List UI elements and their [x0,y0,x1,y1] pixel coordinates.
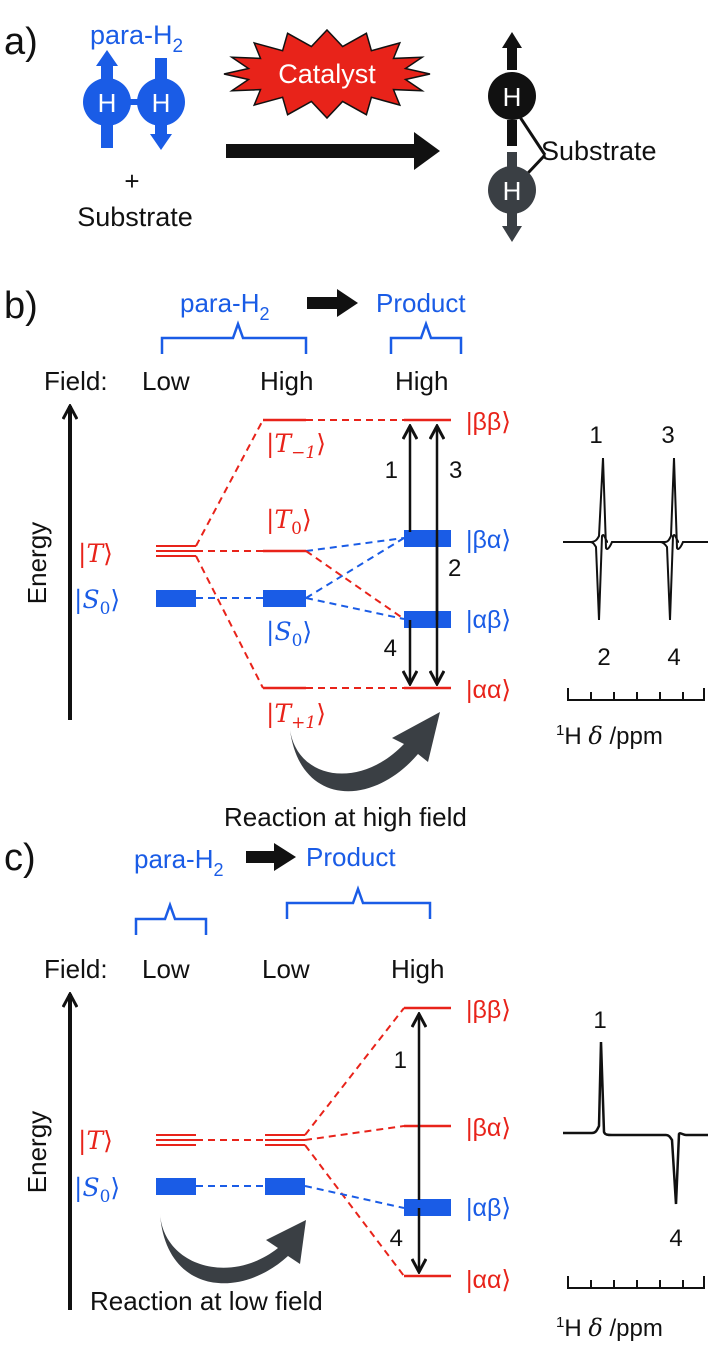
catalyst-starburst [223,28,431,120]
peak-label-1-b: 1 [589,422,602,449]
product-bracket-b [389,320,463,354]
curved-arrow-b [290,712,440,792]
transition-1-c: 1 [394,1047,407,1074]
para-h2-title: para-H2 [90,20,183,57]
transition-1-b: 1 [385,457,398,484]
label-ab-b: |αβ⟩ [466,606,511,634]
transition-4-b: 4 [384,635,397,662]
axis-label-c: 1H δ /ppm [556,1314,663,1342]
para-h2-header-c: para-H2 [134,844,224,880]
substrate-left: Substrate [77,202,193,232]
correlation-lines-b [195,419,405,689]
svg-text:H: H [503,82,522,112]
col-high-1-b: High [260,366,313,396]
triplet-label-c: |T⟩ [78,1126,113,1156]
label-t0: |T0⟩ [266,505,312,539]
para-h2-bracket-c [134,901,208,935]
para-h2-bracket-b [160,320,308,354]
svg-text:H: H [98,88,117,118]
plus-sign: + [124,166,139,196]
level-s0-mid [263,590,306,607]
label-aa-c: |αα⟩ [466,1266,511,1294]
label-ab-c: |αβ⟩ [466,1194,511,1222]
transition-arrows-b [410,426,437,684]
spectrum-b: 1 3 2 4 1H δ /ppm [556,422,708,750]
panel-c: c) para-H2 Product Field: Low Low High E… [4,837,708,1342]
panel-b-label: b) [4,285,38,327]
col-low-1-c: Low [142,954,190,984]
substrate-right: Substrate [541,136,657,166]
svg-text:H: H [152,88,171,118]
panel-a-label: a) [4,21,38,63]
label-aa-b: |αα⟩ [466,676,511,704]
header-arrow-b [307,289,358,317]
transition-2-b: 2 [448,555,461,582]
spin-down-arrow-icon [150,134,172,150]
hydrogen-atom-2 [137,78,185,126]
label-s0-mid: |S0⟩ [266,617,312,651]
level-ba-b [404,530,451,547]
product-hydrogen-2 [488,166,536,214]
col-high-2-b: High [395,366,448,396]
peak-label-2-b: 2 [597,644,610,671]
field-label-b: Field: [44,366,108,396]
reaction-arrow-a [226,132,440,170]
singlet-label-c: |S0⟩ [74,1173,120,1207]
para-h2-header-b: para-H2 [180,288,270,324]
triplet-label-b: |T⟩ [78,539,113,569]
field-label-c: Field: [44,954,108,984]
product-header-c: Product [306,842,396,872]
energy-label-c: Energy [22,1111,52,1193]
catalyst-label: Catalyst [278,59,376,89]
peak-label-3-b: 3 [661,422,674,449]
label-ba-b: |βα⟩ [466,526,511,554]
axis-label-b: 1H δ /ppm [556,722,663,750]
singlet-level-left-b [156,590,196,607]
spectrum-c: 1 4 1H δ /ppm [556,1007,708,1342]
label-bb-c: |ββ⟩ [466,996,511,1024]
peak-label-4-b: 4 [667,644,680,671]
reaction-label-b: Reaction at high field [224,802,467,832]
triplet-levels-left-b [156,545,196,557]
label-bb-b: |ββ⟩ [466,408,511,436]
product-hydrogen-1 [488,72,536,120]
energy-label-b: Energy [22,522,52,604]
transition-4-c: 4 [390,1225,403,1252]
spin-up-arrow-icon [96,50,118,66]
curved-arrow-c [160,1214,306,1284]
peak-label-4-c: 4 [669,1225,682,1252]
reaction-label-c: Reaction at low field [90,1286,323,1316]
panel-c-label: c) [4,837,36,879]
panel-b: b) para-H2 Product Field: Low High High … [4,285,708,832]
label-t-minus1: |T−1⟩ [266,429,326,463]
para-h2-molecule: H H [83,50,185,150]
header-arrow-c [246,843,296,871]
triplet-levels-mid-c [265,1134,305,1146]
col-low-b: Low [142,366,190,396]
label-ba-c: |βα⟩ [466,1114,511,1142]
product-bracket-c [285,885,432,919]
product-header-b: Product [376,288,466,318]
level-ab-b [404,611,451,628]
singlet-level-mid-c [265,1178,305,1195]
col-high-c: High [391,954,444,984]
transition-3-b: 3 [449,457,462,484]
product-molecule: H H [488,32,547,242]
triplet-levels-left-c [156,1134,196,1146]
peak-label-1-c: 1 [593,1007,606,1034]
correlation-lines-c [196,1007,405,1277]
panel-a: a) para-H2 H H + Substrate Catalyst [4,20,657,242]
singlet-level-left-c [156,1178,196,1195]
col-low-2-c: Low [262,954,310,984]
svg-text:H: H [503,176,522,206]
singlet-label-b: |S0⟩ [74,585,120,619]
hydrogen-atom-1 [83,78,131,126]
label-t-plus1: |T+1⟩ [266,699,326,733]
level-ab-c [404,1199,451,1216]
